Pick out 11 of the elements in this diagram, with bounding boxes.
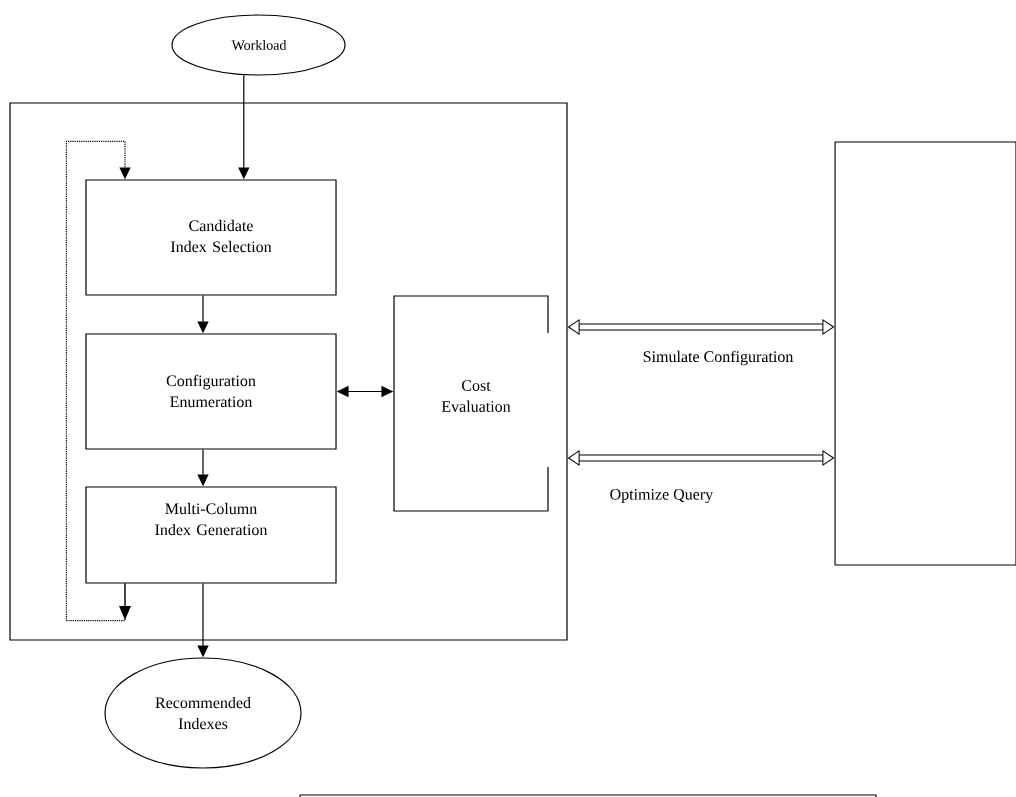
process-box: Candidate Index Selection xyxy=(85,179,337,296)
arrow xyxy=(568,450,834,466)
box xyxy=(834,141,1016,566)
arrow xyxy=(65,140,131,622)
edge-label: Simulate Configuration xyxy=(641,349,795,367)
arrow xyxy=(568,319,834,335)
process-box: Multi-Column Index Generation xyxy=(85,486,337,584)
edge-label: Optimize Query xyxy=(608,488,715,505)
box xyxy=(9,102,568,641)
process-box: Configuration Enumeration xyxy=(85,333,337,450)
process-box: Cost Evaluation xyxy=(393,295,549,512)
